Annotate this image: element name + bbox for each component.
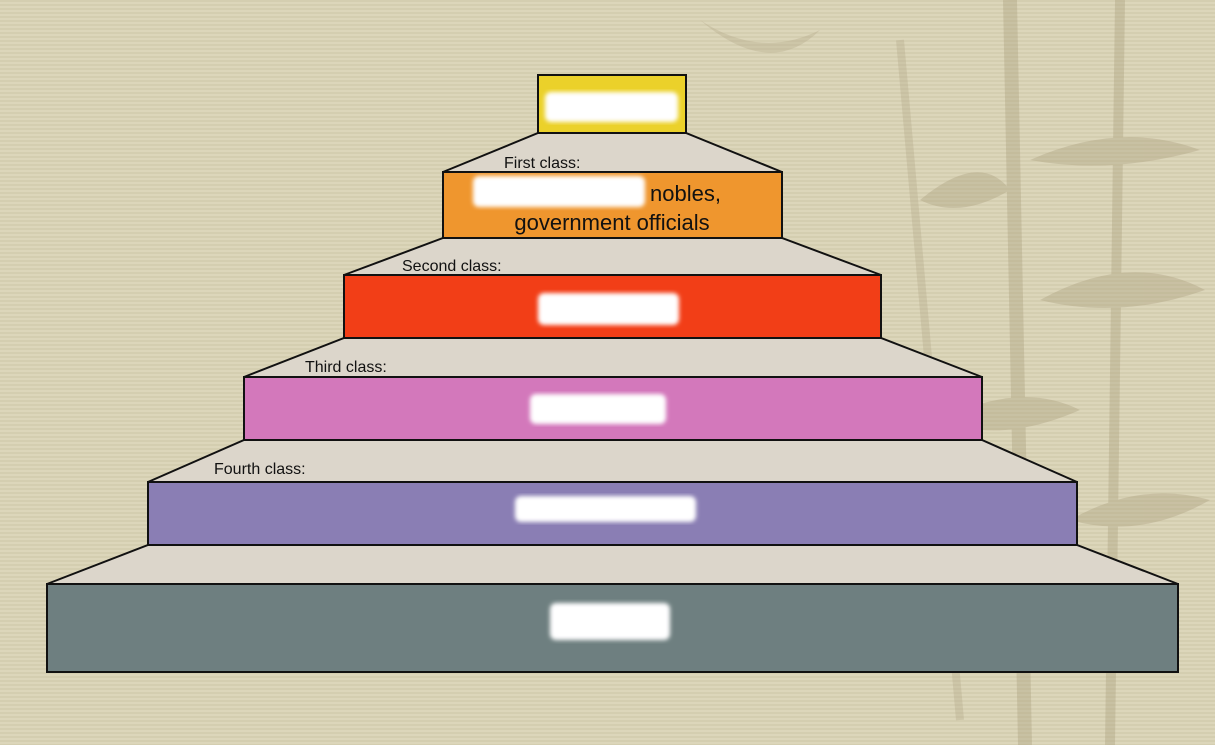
- redaction-third: [530, 394, 666, 424]
- tier-label-first: First class:: [504, 155, 580, 172]
- tier-label-fourth: Fourth class:: [214, 461, 306, 478]
- redaction-bottom: [550, 603, 670, 640]
- redaction-second: [538, 293, 679, 325]
- tier-label-second: Second class:: [402, 258, 502, 275]
- redaction-first: [473, 176, 645, 207]
- pyramid: First class: Second class: Third class: Fou…: [46, 74, 1179, 673]
- tier-text-first-line2: government officials: [514, 210, 709, 235]
- tier-label-third: Third class:: [305, 359, 387, 376]
- redaction-top: [545, 92, 678, 122]
- redaction-fourth: [515, 496, 696, 522]
- tier-text-first-line1: nobles,: [650, 181, 721, 206]
- stair-top-bottom: [46, 544, 1179, 585]
